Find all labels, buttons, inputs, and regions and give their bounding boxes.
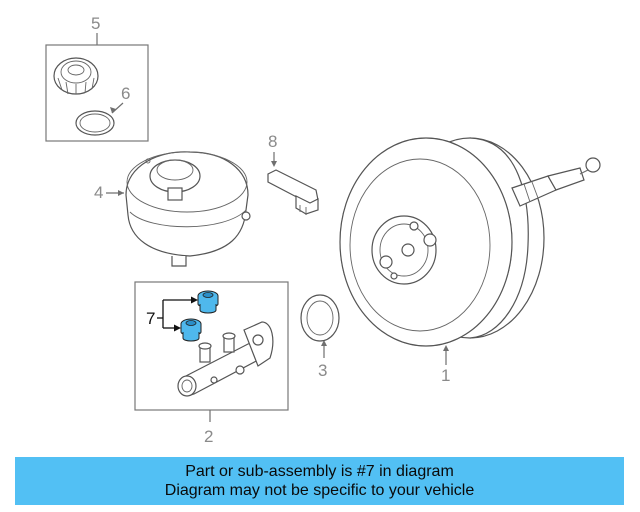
info-banner: Part or sub-assembly is #7 in diagram Di… [15,457,624,505]
callout-group-3[interactable]: 3 [300,294,340,380]
brake-fluid-reservoir-part [125,151,251,267]
parts-diagram: 5 6 4 [45,14,601,446]
cap-assembly-box [45,44,149,142]
seal-ring-part [75,110,115,136]
callout-group-4[interactable]: 4 [94,151,251,267]
callout-number-8: 8 [268,132,277,151]
callout-group-6[interactable]: 6 [75,84,130,136]
banner-line-part-info: Part or sub-assembly is #7 in diagram [185,463,454,480]
callout-number-2: 2 [204,427,213,446]
callout-number-7: 7 [146,309,155,328]
reservoir-cap-part [53,57,99,95]
callout-number-1: 1 [441,366,450,385]
callout-group-7[interactable]: 7 [146,290,219,342]
gasket-part [300,294,340,342]
grommet-lower-part [180,318,202,342]
callout-number-6: 6 [121,84,130,103]
callout-group-8[interactable]: 8 [267,132,319,215]
brake-booster-part [339,137,601,347]
callout-group-2[interactable]: 2 [134,281,289,446]
banner-line-disclaimer: Diagram may not be specific to your vehi… [164,482,475,499]
master-cylinder-part [177,321,274,397]
callout-number-5: 5 [91,14,100,33]
bracket-sensor-part [267,169,319,215]
callout-number-3: 3 [318,361,327,380]
callout-group-1[interactable]: 1 [339,137,601,385]
master-cylinder-box [134,281,289,411]
callout-group-5[interactable]: 5 [45,14,149,142]
callout-number-4: 4 [94,183,103,202]
grommet-upper-part [197,290,219,314]
